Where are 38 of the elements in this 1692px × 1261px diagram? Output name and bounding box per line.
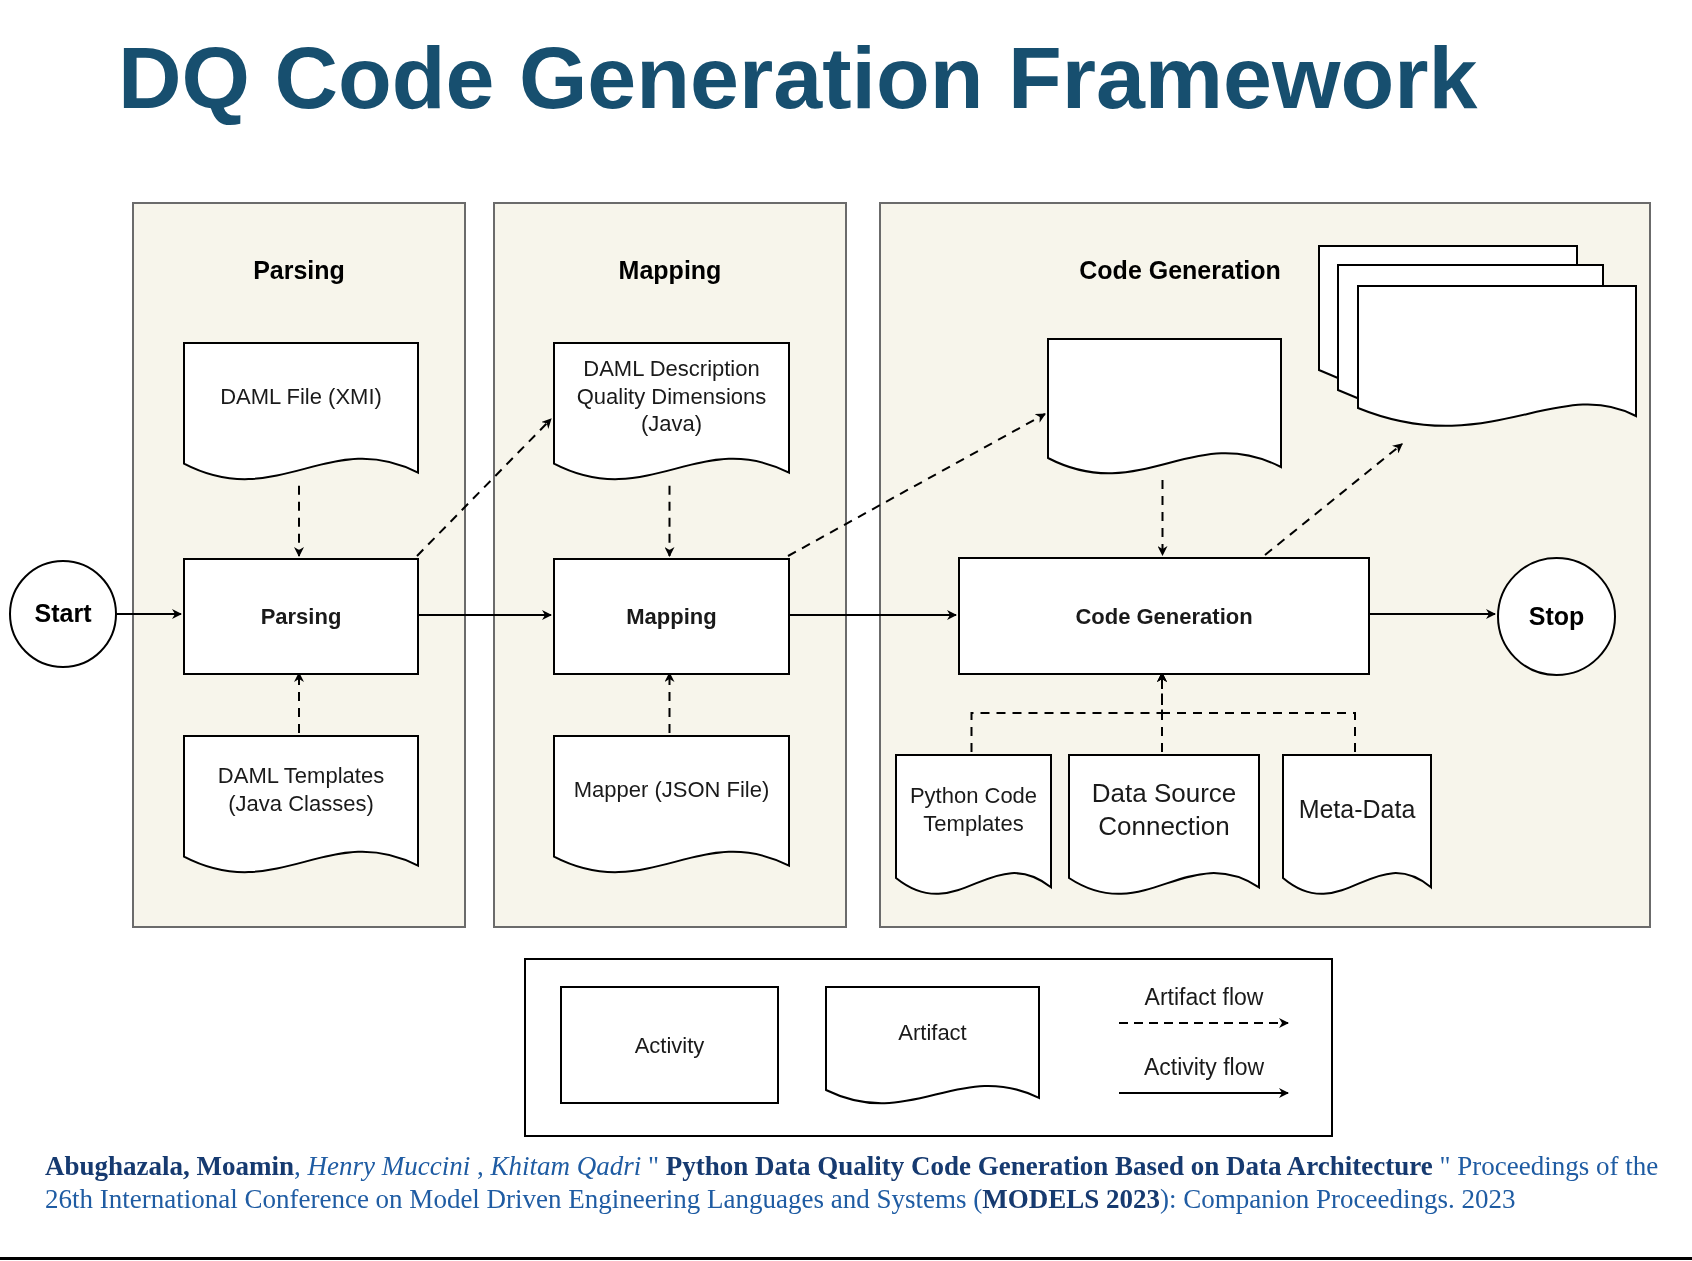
artifact-flow-arrow bbox=[1264, 443, 1404, 556]
artifact-flow-arrow bbox=[664, 672, 675, 734]
artifact-flow-arrow bbox=[294, 484, 304, 557]
artifact-flow-arrow bbox=[1157, 672, 1356, 753]
activity-label: Code Generation bbox=[1075, 602, 1253, 631]
legend-label: Artifact flow bbox=[1143, 983, 1265, 1012]
artifact-flow-arrow bbox=[294, 672, 304, 734]
lane-heading: Mapping bbox=[617, 255, 723, 286]
lane-panel bbox=[879, 202, 1651, 928]
artifact-label: Mapper (JSON File) bbox=[573, 775, 770, 804]
artifact-label: DAML Templates (Java Classes) bbox=[216, 762, 386, 818]
activity-box bbox=[553, 558, 790, 675]
legend-label: Activity flow bbox=[1142, 1053, 1266, 1082]
legend-activity-sample: Activity bbox=[560, 986, 779, 1104]
artifact-label: DAML Description Quality Dimensions (Java) bbox=[575, 355, 768, 438]
artifact-label: Data Source Connection bbox=[1090, 777, 1238, 843]
lane-panel bbox=[132, 202, 466, 928]
activity-flow-arrow bbox=[787, 610, 957, 620]
activity-label: Parsing bbox=[260, 603, 342, 631]
activity-box bbox=[183, 558, 419, 675]
artifact-flow-arrow bbox=[416, 418, 552, 557]
lane-heading: Parsing bbox=[252, 255, 346, 286]
lane-heading: Code Generation bbox=[1078, 255, 1282, 286]
artifact-flow-arrow bbox=[1157, 479, 1168, 556]
artifact-flow-arrow bbox=[664, 484, 675, 557]
terminal-label: Stop bbox=[1528, 600, 1585, 632]
activity-flow-arrow bbox=[116, 609, 182, 619]
terminal-label: Start bbox=[34, 598, 92, 630]
artifact-flow-arrow bbox=[787, 413, 1046, 557]
activity-label: Mapping bbox=[626, 603, 717, 631]
artifact-label: Python Code Templates bbox=[908, 782, 1039, 838]
activity-flow-arrow bbox=[416, 610, 552, 620]
activity-flow-arrow bbox=[1367, 609, 1496, 619]
artifact-label: Meta-Data bbox=[1298, 794, 1416, 826]
lane-panel bbox=[493, 202, 847, 928]
activity-box bbox=[958, 557, 1370, 675]
artifact-label: DAML File (XMI) bbox=[220, 382, 382, 411]
citation: Abughazala, Moamin, Henry Muccini , Khitam Qadri " Python Data Quality Code Generation Based on Data Architecture " Proceedings of the 26th International Conference on Model Driven Engineering Languages and Systems (MODELS 2023): Companion Proceedings. 2023 bbox=[45, 1150, 1660, 1216]
